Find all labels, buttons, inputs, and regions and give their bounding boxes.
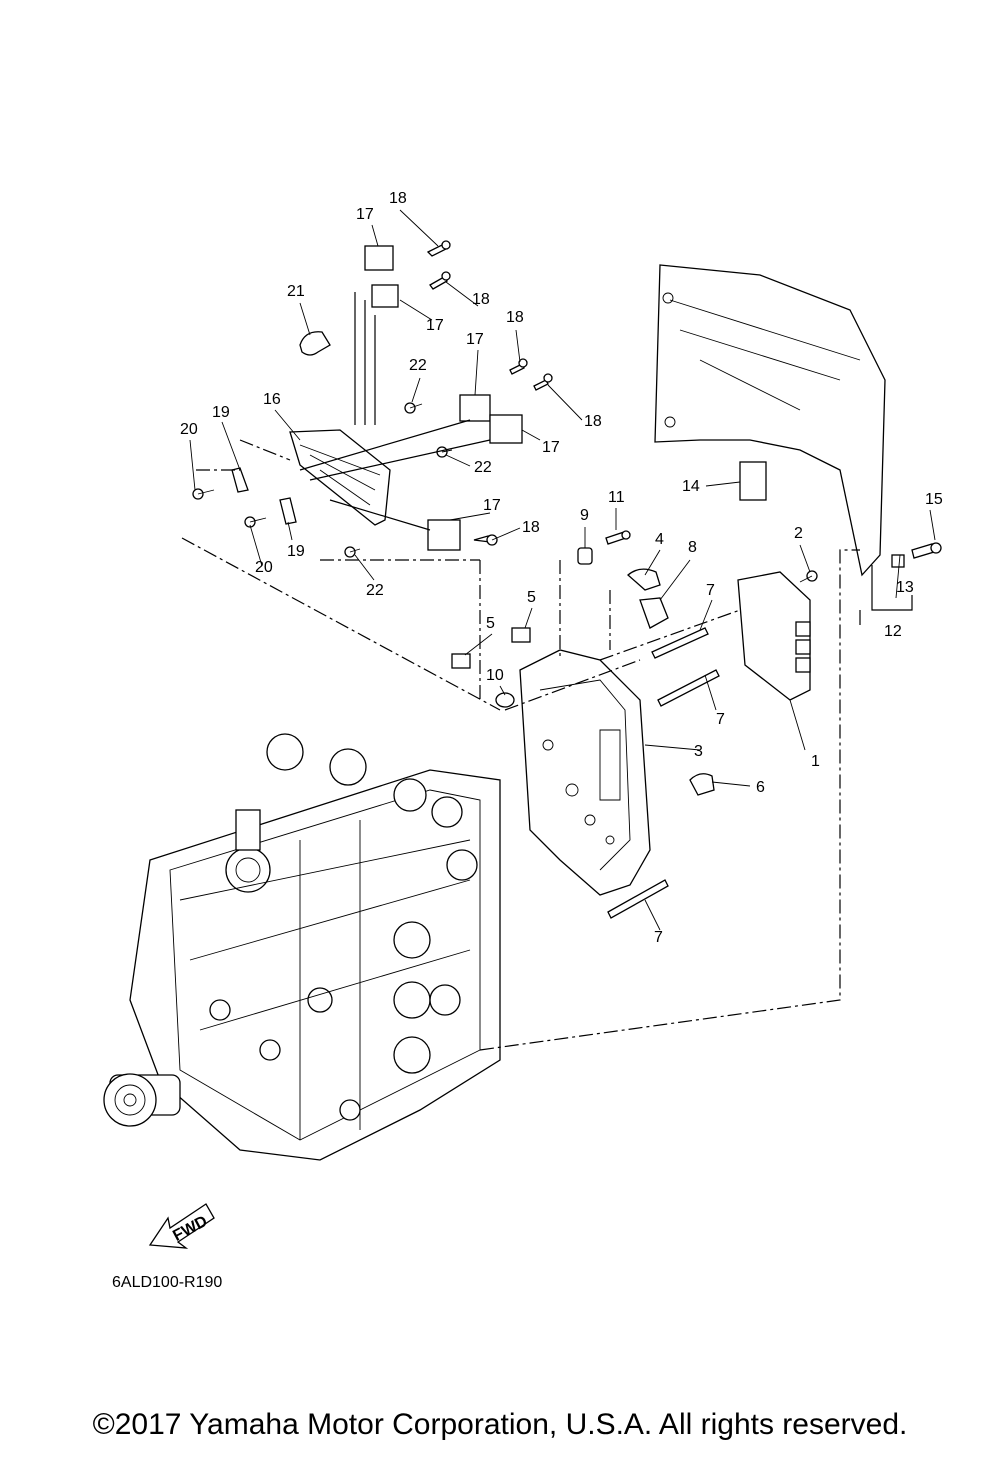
callout-3: 3 <box>694 743 703 760</box>
callout-7b: 7 <box>716 711 725 728</box>
callout-11: 11 <box>608 489 625 506</box>
callout-20a: 20 <box>180 421 198 438</box>
callout-15: 15 <box>925 491 943 508</box>
callout-17b: 17 <box>426 317 444 334</box>
parts-diagram: FWD 6ALD100-R190 <box>103 190 943 1291</box>
callout-labels: 1 2 3 4 5 5 6 7 7 7 8 9 10 11 12 13 14 1… <box>180 190 943 946</box>
callout-7c: 7 <box>654 929 663 946</box>
callout-9: 9 <box>580 507 589 524</box>
callout-22b: 22 <box>474 459 492 476</box>
callout-10: 10 <box>486 667 504 684</box>
callout-leaders <box>189 209 936 931</box>
callout-17e: 17 <box>483 497 501 514</box>
callout-18d: 18 <box>584 413 602 430</box>
callout-18b: 18 <box>472 291 490 308</box>
callout-18e: 18 <box>522 519 540 536</box>
callout-22a: 22 <box>409 357 427 374</box>
callout-6: 6 <box>756 779 765 796</box>
relay-17c <box>459 394 491 422</box>
callout-5a: 5 <box>527 589 536 606</box>
callout-22c: 22 <box>366 582 384 599</box>
callout-5b: 5 <box>486 615 495 632</box>
callout-18c: 18 <box>506 309 524 326</box>
engine-block <box>103 733 501 1161</box>
callout-17c: 17 <box>466 331 484 348</box>
callout-17a: 17 <box>356 206 374 223</box>
callout-18a: 18 <box>389 190 407 207</box>
callout-4: 4 <box>655 531 664 548</box>
copyright-text: ©2017 Yamaha Motor Corporation, U.S.A. A… <box>92 1408 908 1441</box>
ecu-panel-group <box>181 264 942 1051</box>
callout-8: 8 <box>688 539 697 556</box>
callout-14: 14 <box>682 478 700 495</box>
callout-21: 21 <box>287 283 305 300</box>
callout-1: 1 <box>811 753 820 770</box>
callout-7a: 7 <box>706 582 715 599</box>
relay-17b <box>371 284 399 308</box>
relay-17e <box>427 519 461 551</box>
fwd-arrow-icon: FWD <box>148 1203 215 1249</box>
callout-13: 13 <box>896 579 914 596</box>
callout-20b: 20 <box>255 559 273 576</box>
callout-19b: 19 <box>287 543 305 560</box>
callout-16: 16 <box>263 391 281 408</box>
callout-12: 12 <box>884 623 902 640</box>
relay-17d <box>489 414 523 444</box>
callout-2: 2 <box>794 525 803 542</box>
relay-17a <box>364 245 394 271</box>
callout-17d: 17 <box>542 439 560 456</box>
harness-bracket-group <box>192 240 553 558</box>
diagram-code: 6ALD100-R190 <box>112 1274 222 1291</box>
callout-19a: 19 <box>212 404 230 421</box>
